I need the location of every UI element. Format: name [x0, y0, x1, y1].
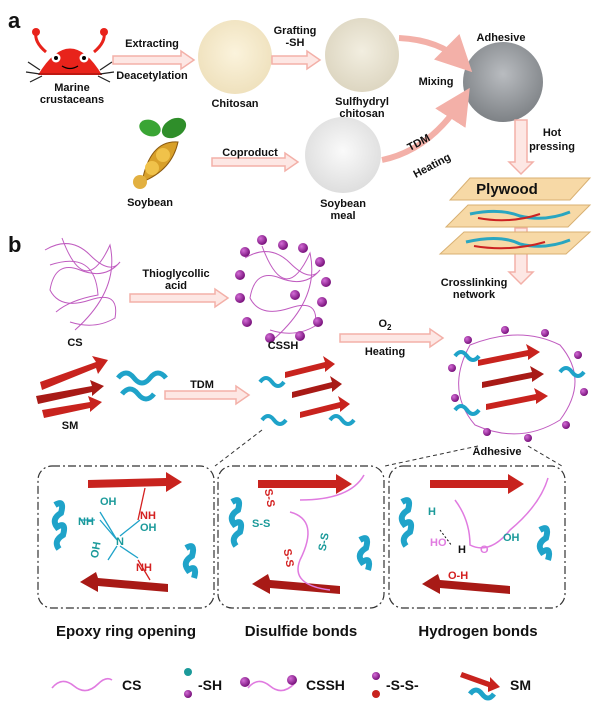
- arrow-sulfhydryl-to-adhesive: [398, 33, 473, 73]
- o2-label-sub: 2: [387, 323, 392, 333]
- sm-label: SM: [61, 420, 79, 432]
- grafting-label: Grafting: [273, 25, 317, 37]
- pressing-label: pressing: [529, 141, 575, 153]
- zoom-lines: [214, 429, 563, 467]
- detail-boxes: [37, 465, 566, 609]
- hbond-ho: HO: [430, 537, 447, 549]
- hbond-o-h: O-H: [448, 570, 469, 582]
- cssh-label: CSSH: [267, 340, 299, 352]
- arrow-meal-to-adhesive: [381, 87, 470, 163]
- coproduct-label: Coproduct: [222, 147, 278, 159]
- epoxy-oh-2: OH: [140, 522, 157, 534]
- cs-label: CS: [67, 337, 83, 349]
- sulfhydryl-chitosan-label: chitosan: [339, 108, 385, 120]
- marine-crustaceans-label-2: crustaceans: [39, 94, 105, 106]
- hbond-h-2: H: [458, 544, 466, 556]
- mixing-label: Mixing: [418, 76, 454, 88]
- epoxy-nh-red-2: NH: [136, 562, 152, 574]
- chitosan-powder-image: [198, 20, 272, 94]
- disulfide-detail: [228, 474, 373, 594]
- adhesive-network: [448, 326, 588, 442]
- sm-tdm-molecule: [258, 356, 356, 426]
- plywood-icon: [438, 177, 592, 255]
- legend-cs: CS: [122, 677, 142, 693]
- chitosan-label: Chitosan: [211, 98, 259, 110]
- tdm-label-b: TDM: [190, 379, 214, 391]
- disulfide-title: Disulfide bonds: [244, 623, 358, 640]
- heating-label-b: Heating: [364, 346, 406, 358]
- soybean-icon: [133, 117, 187, 189]
- marine-crustaceans-label: Marine: [54, 82, 90, 94]
- epoxy-n: N: [116, 536, 124, 548]
- hydrogen-title: Hydrogen bonds: [418, 623, 538, 640]
- sm-molecule: [36, 356, 168, 418]
- adhesive-image: [463, 42, 543, 122]
- grafting-sh-label: -SH: [285, 37, 305, 49]
- soybean-label: Soybean: [127, 197, 173, 209]
- epoxy-title: Epoxy ring opening: [55, 623, 197, 640]
- disulfide-s-s-2: S-S: [252, 518, 271, 530]
- legend-cssh: CSSH: [306, 677, 345, 693]
- panel-b-label: b: [8, 232, 22, 257]
- deacetylation-label: Deacetylation: [116, 70, 188, 82]
- o2-label: O2: [378, 318, 391, 334]
- epoxy-nh-red-1: NH: [140, 510, 156, 522]
- crosslinking-label: Crosslinking: [440, 277, 508, 289]
- legend-s-s: -S-S-: [386, 677, 419, 693]
- soybean-meal-image: [305, 117, 381, 193]
- hot-label: Hot: [542, 127, 562, 139]
- thioglycollic-label: Thioglycollic: [142, 268, 210, 280]
- process-arrows-b: [129, 287, 445, 406]
- legend-sh: -SH: [198, 677, 223, 693]
- hydrogen-detail: [398, 474, 553, 594]
- epoxy-nh: NH: [78, 516, 94, 528]
- plywood-label: Plywood: [476, 181, 538, 198]
- crab-icon: [25, 28, 115, 83]
- cssh-molecule: [235, 235, 331, 343]
- panel-a-label: a: [8, 8, 21, 33]
- hbond-h: H: [428, 506, 436, 518]
- hbond-o: O: [480, 544, 489, 556]
- adhesive-top-label: Adhesive: [476, 32, 526, 44]
- soybean-meal-label: Soybean: [320, 198, 366, 210]
- sulfhydryl-label: Sulfhydryl: [335, 96, 389, 108]
- o2-label-o: O: [378, 318, 388, 330]
- cs-molecule: [44, 237, 121, 331]
- epoxy-oh-1: OH: [100, 496, 117, 508]
- sulfhydryl-chitosan-powder-image: [325, 18, 399, 92]
- network-label: network: [452, 289, 496, 301]
- epoxy-detail: [51, 472, 199, 592]
- soybean-meal-label-2: meal: [330, 210, 356, 222]
- hbond-oh: OH: [503, 532, 520, 544]
- acid-label: acid: [164, 280, 188, 292]
- legend-graphics: [51, 668, 500, 701]
- extracting-label: Extracting: [125, 38, 179, 50]
- adhesive-bottom-label: Adhesive: [472, 446, 522, 458]
- legend-sm: SM: [510, 677, 531, 693]
